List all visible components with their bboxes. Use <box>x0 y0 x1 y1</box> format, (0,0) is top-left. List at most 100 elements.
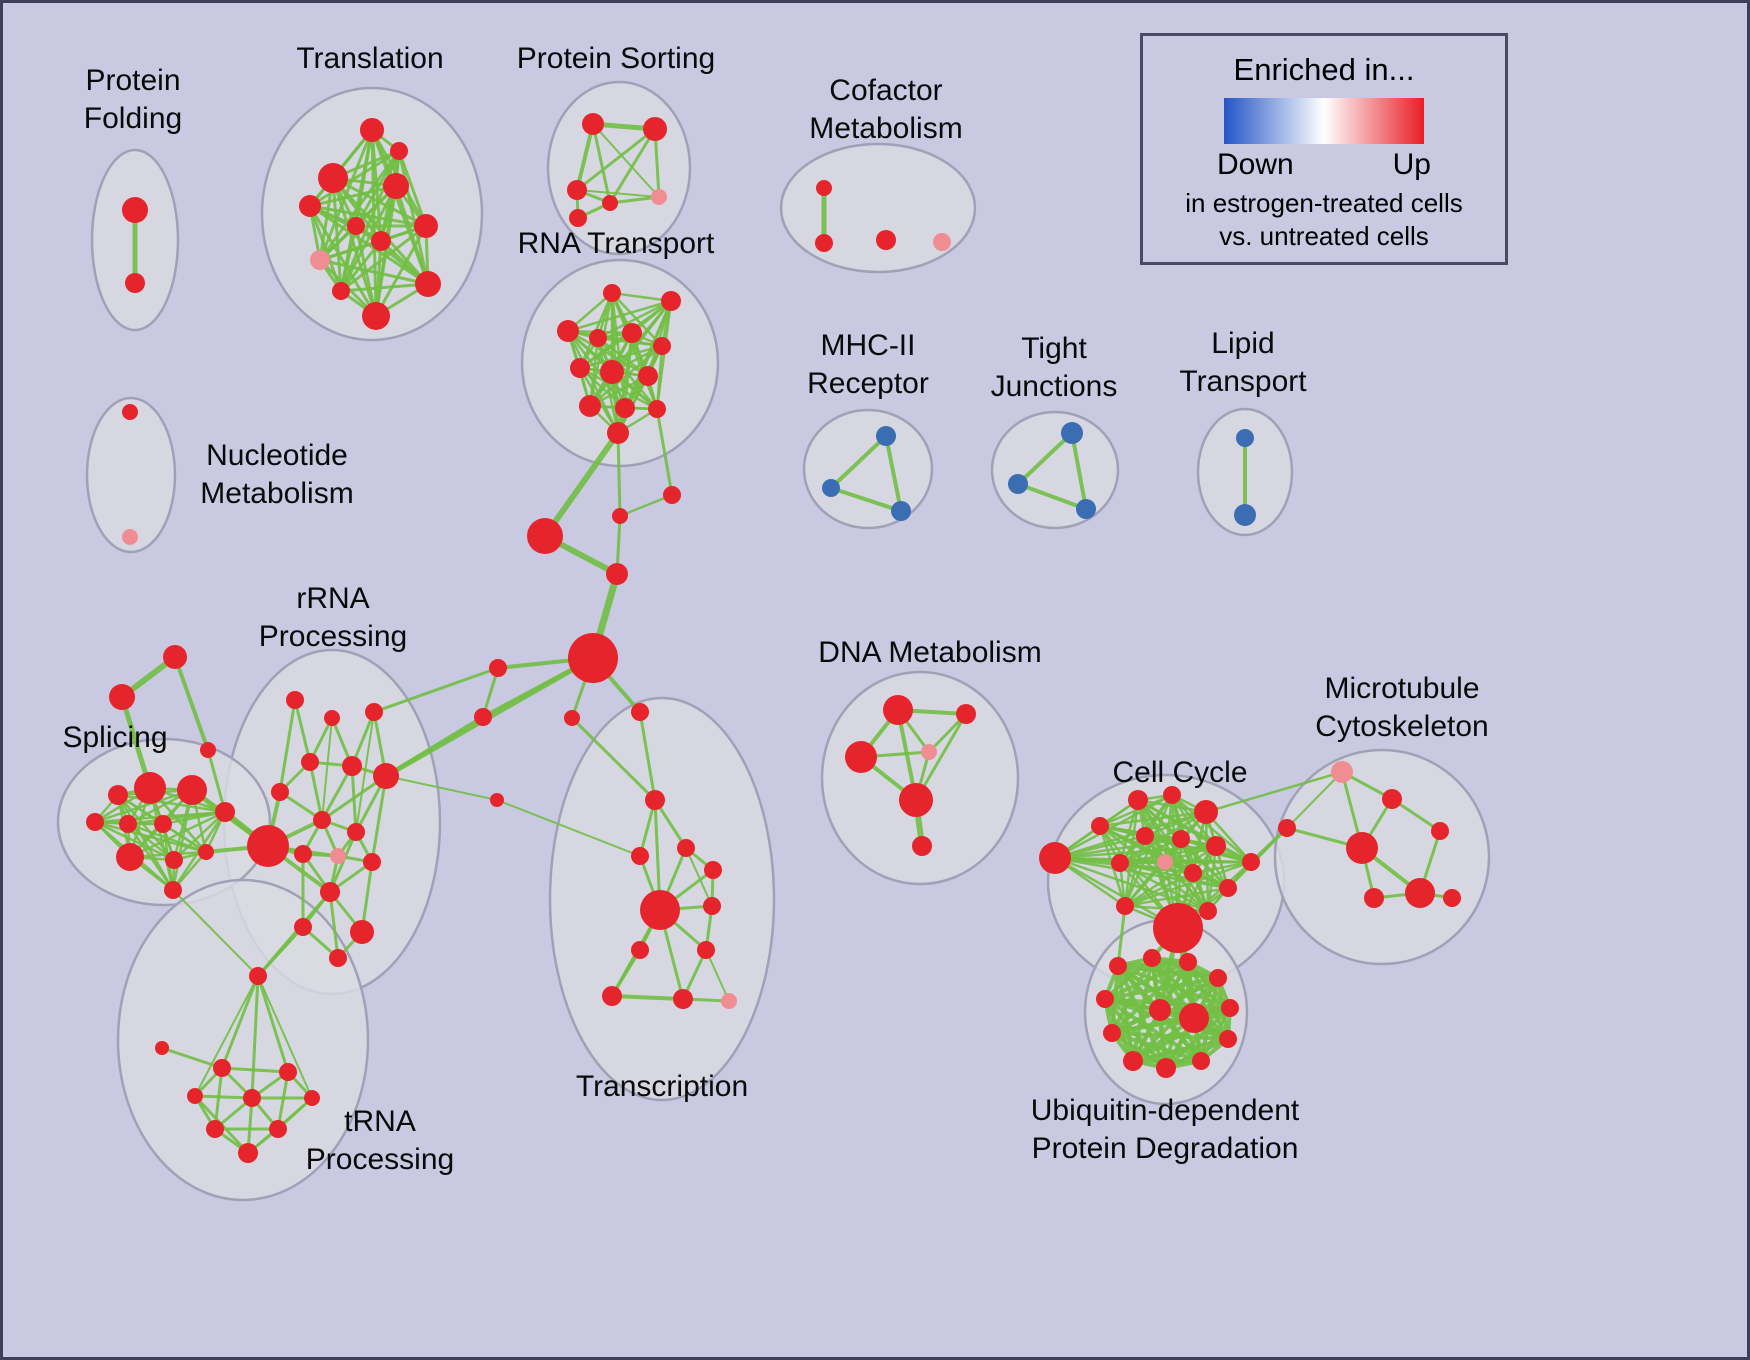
gene-set-node[interactable] <box>1443 889 1461 907</box>
gene-set-node[interactable] <box>603 284 621 302</box>
gene-set-node[interactable] <box>415 271 441 297</box>
gene-set-node[interactable] <box>299 195 321 217</box>
gene-set-node[interactable] <box>122 404 138 420</box>
gene-set-node[interactable] <box>615 398 635 418</box>
gene-set-node[interactable] <box>108 785 128 805</box>
gene-set-node[interactable] <box>631 847 649 865</box>
gene-set-node[interactable] <box>177 775 207 805</box>
gene-set-node[interactable] <box>1128 790 1148 810</box>
gene-set-node[interactable] <box>1076 499 1096 519</box>
gene-set-node[interactable] <box>1331 761 1353 783</box>
gene-set-node[interactable] <box>414 214 438 238</box>
gene-set-node[interactable] <box>125 273 145 293</box>
gene-set-node[interactable] <box>589 329 607 347</box>
gene-set-node[interactable] <box>1184 864 1202 882</box>
gene-set-node[interactable] <box>648 400 666 418</box>
gene-set-node[interactable] <box>350 920 374 944</box>
gene-set-node[interactable] <box>206 1120 224 1138</box>
gene-set-node[interactable] <box>330 848 346 864</box>
gene-set-node[interactable] <box>673 989 693 1009</box>
gene-set-node[interactable] <box>1008 474 1028 494</box>
gene-set-node[interactable] <box>304 1090 320 1106</box>
gene-set-node[interactable] <box>645 790 665 810</box>
gene-set-node[interactable] <box>1346 832 1378 864</box>
gene-set-node[interactable] <box>1364 888 1384 908</box>
gene-set-node[interactable] <box>643 117 667 141</box>
gene-set-node[interactable] <box>602 986 622 1006</box>
gene-set-node[interactable] <box>1219 879 1237 897</box>
gene-set-node[interactable] <box>324 710 340 726</box>
gene-set-node[interactable] <box>286 691 304 709</box>
gene-set-node[interactable] <box>187 1088 203 1104</box>
gene-set-node[interactable] <box>569 209 587 227</box>
gene-set-node[interactable] <box>1091 817 1109 835</box>
gene-set-node[interactable] <box>365 703 383 721</box>
gene-set-node[interactable] <box>570 358 590 378</box>
gene-set-node[interactable] <box>198 844 214 860</box>
gene-set-node[interactable] <box>876 426 896 446</box>
gene-set-node[interactable] <box>640 890 680 930</box>
gene-set-node[interactable] <box>294 918 312 936</box>
gene-set-node[interactable] <box>891 501 911 521</box>
gene-set-node[interactable] <box>1405 878 1435 908</box>
gene-set-node[interactable] <box>474 708 492 726</box>
gene-set-node[interactable] <box>215 802 235 822</box>
gene-set-node[interactable] <box>1179 1003 1209 1033</box>
gene-set-node[interactable] <box>527 518 563 554</box>
gene-set-node[interactable] <box>564 710 580 726</box>
gene-set-node[interactable] <box>1111 854 1129 872</box>
gene-set-node[interactable] <box>116 843 144 871</box>
gene-set-node[interactable] <box>1163 786 1181 804</box>
gene-set-node[interactable] <box>600 360 624 384</box>
gene-set-node[interactable] <box>1061 422 1083 444</box>
gene-set-node[interactable] <box>703 897 721 915</box>
gene-set-node[interactable] <box>154 815 172 833</box>
gene-set-node[interactable] <box>200 742 216 758</box>
gene-set-node[interactable] <box>1194 800 1218 824</box>
gene-set-node[interactable] <box>921 744 937 760</box>
gene-set-node[interactable] <box>165 851 183 869</box>
gene-set-node[interactable] <box>329 949 347 967</box>
gene-set-node[interactable] <box>320 882 340 902</box>
gene-set-node[interactable] <box>243 1089 261 1107</box>
gene-set-node[interactable] <box>567 180 587 200</box>
gene-set-node[interactable] <box>631 941 649 959</box>
gene-set-node[interactable] <box>1234 504 1256 526</box>
gene-set-node[interactable] <box>638 366 658 386</box>
gene-set-node[interactable] <box>1149 999 1171 1021</box>
gene-set-node[interactable] <box>383 173 409 199</box>
gene-set-node[interactable] <box>122 529 138 545</box>
gene-set-node[interactable] <box>1219 1030 1237 1048</box>
gene-set-node[interactable] <box>163 645 187 669</box>
gene-set-node[interactable] <box>816 180 832 196</box>
gene-set-node[interactable] <box>568 633 618 683</box>
gene-set-node[interactable] <box>661 291 681 311</box>
gene-set-node[interactable] <box>899 783 933 817</box>
gene-set-node[interactable] <box>579 395 601 417</box>
gene-set-node[interactable] <box>1242 853 1260 871</box>
gene-set-node[interactable] <box>347 217 365 235</box>
gene-set-node[interactable] <box>602 195 618 211</box>
gene-set-node[interactable] <box>332 282 350 300</box>
gene-set-node[interactable] <box>489 659 507 677</box>
gene-set-node[interactable] <box>651 189 667 205</box>
gene-set-node[interactable] <box>362 302 390 330</box>
gene-set-node[interactable] <box>1172 830 1190 848</box>
gene-set-node[interactable] <box>213 1059 231 1077</box>
gene-set-node[interactable] <box>1039 842 1071 874</box>
gene-set-node[interactable] <box>238 1143 258 1163</box>
gene-set-node[interactable] <box>318 163 348 193</box>
gene-set-node[interactable] <box>119 815 137 833</box>
gene-set-node[interactable] <box>1209 969 1227 987</box>
gene-set-node[interactable] <box>271 783 289 801</box>
gene-set-node[interactable] <box>1156 1058 1176 1078</box>
gene-set-node[interactable] <box>557 320 579 342</box>
gene-set-node[interactable] <box>631 703 649 721</box>
gene-set-node[interactable] <box>697 941 715 959</box>
gene-set-node[interactable] <box>279 1063 297 1081</box>
gene-set-node[interactable] <box>269 1120 287 1138</box>
gene-set-node[interactable] <box>490 793 504 807</box>
gene-set-node[interactable] <box>582 113 604 135</box>
gene-set-node[interactable] <box>622 323 642 343</box>
gene-set-node[interactable] <box>815 234 833 252</box>
